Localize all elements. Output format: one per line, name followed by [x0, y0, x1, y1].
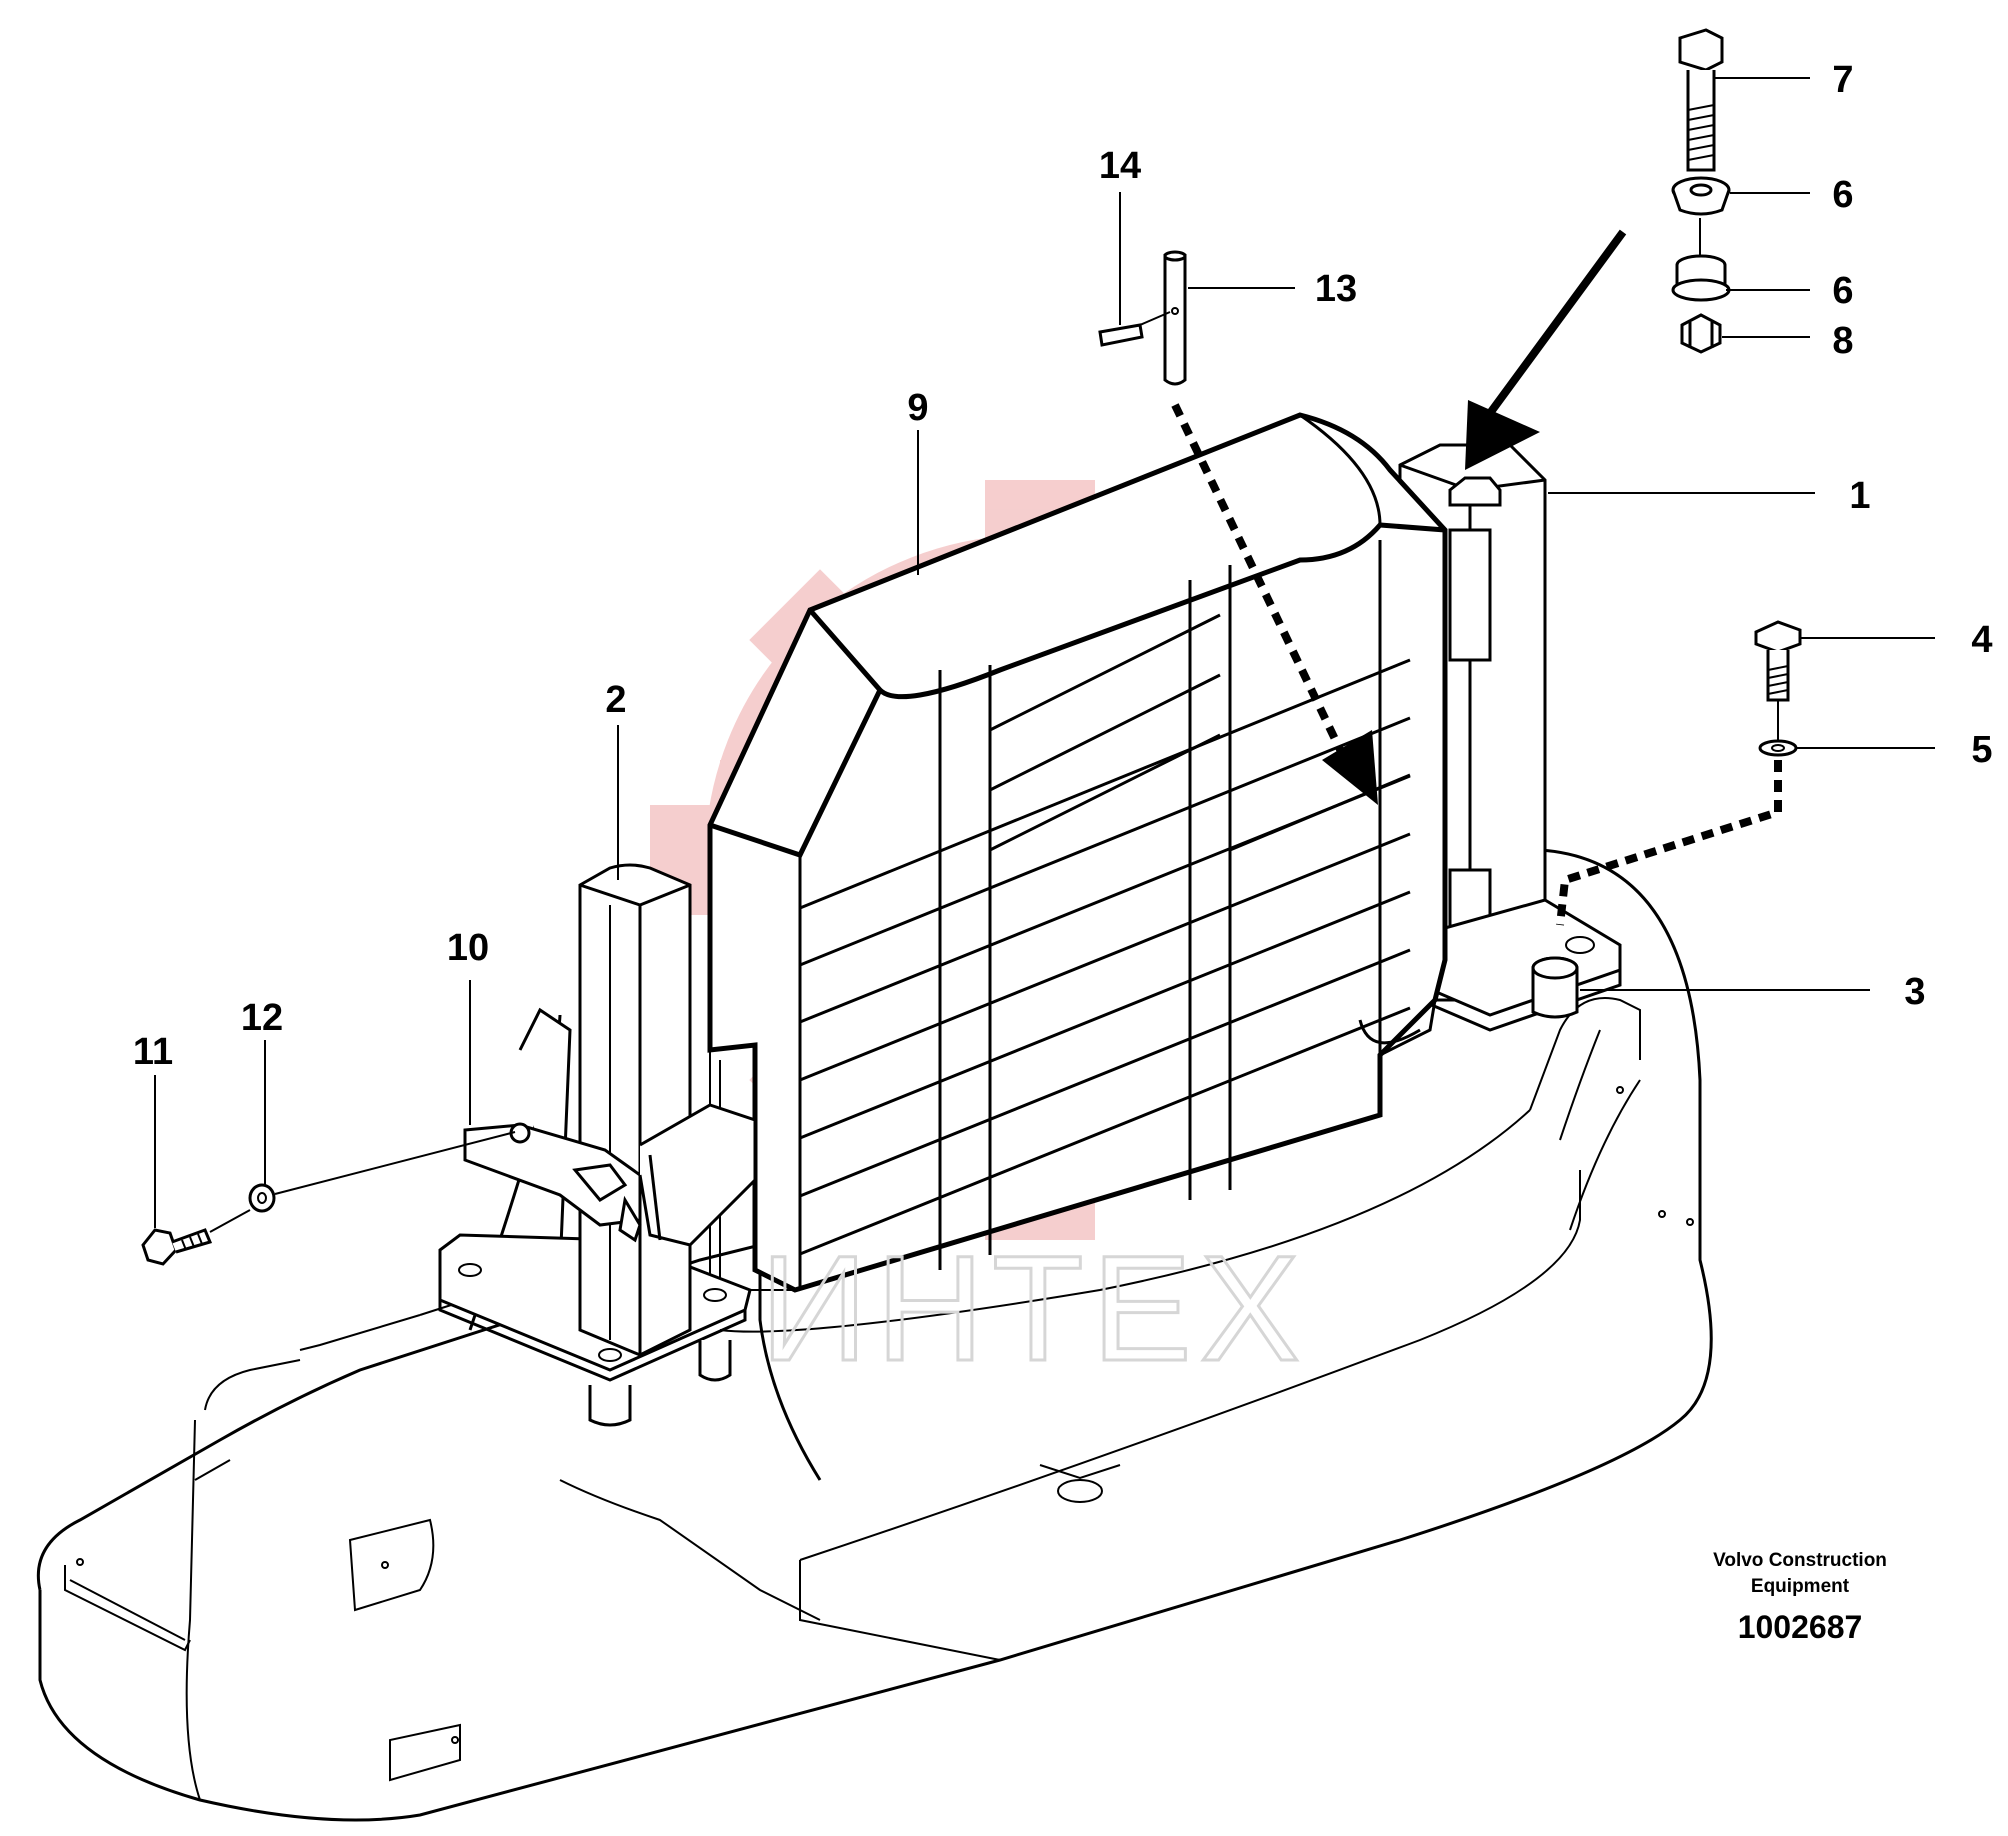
callout-6-top: 6 [1832, 174, 1853, 216]
clamp-10 [463, 1103, 757, 1247]
grille-slats [799, 613, 1411, 1256]
callout-8: 8 [1832, 320, 1853, 362]
callouts: 7 6 6 8 1 4 5 3 13 14 9 2 10 12 11 [133, 59, 1993, 1073]
callout-4: 4 [1971, 619, 1992, 661]
document-number: 1002687 [1738, 1609, 1863, 1645]
callout-9: 9 [907, 387, 928, 429]
callout-13: 13 [1315, 268, 1357, 310]
callout-14: 14 [1099, 145, 1141, 187]
spacer-3 [1531, 956, 1579, 1019]
callout-7: 7 [1832, 59, 1853, 101]
bolt-11 [141, 1228, 213, 1266]
arrow-to-bracket-1 [1465, 229, 1627, 470]
leader-lines [154, 77, 1935, 1228]
callout-12: 12 [241, 997, 283, 1039]
bolt-4 [1754, 620, 1802, 702]
callout-10: 10 [447, 927, 489, 969]
callout-2: 2 [605, 679, 626, 721]
assembly-line-11-12 [209, 1209, 251, 1233]
nut-8 [1680, 313, 1722, 354]
washer-5 [1758, 739, 1798, 757]
watermark-text: ИНТЕХ [760, 1224, 1308, 1392]
dashed-arrow-13-to-grille [1171, 403, 1378, 805]
grille-9 [707, 412, 1448, 1293]
bolt-7 [1678, 28, 1724, 172]
callout-1: 1 [1849, 475, 1870, 517]
machine-body [36, 848, 1713, 1822]
callout-5: 5 [1971, 729, 1992, 771]
washer-6-top [1671, 176, 1731, 216]
credit-block: Volvo Construction Equipment 1002687 [1713, 1550, 1887, 1645]
callout-6-lower: 6 [1832, 270, 1853, 312]
washer-6-lower [1671, 254, 1731, 302]
credit-line-1: Volvo Construction [1713, 1550, 1887, 1571]
callout-3: 3 [1904, 971, 1925, 1013]
assembly-line-12-10 [274, 1131, 516, 1195]
split-pin-14 [1098, 311, 1171, 347]
callout-11: 11 [133, 1031, 173, 1073]
washer-12 [248, 1183, 276, 1213]
credit-line-2: Equipment [1751, 1576, 1850, 1597]
dashed-assembly-line-5 [1556, 760, 1782, 926]
pin-13 [1163, 250, 1187, 386]
